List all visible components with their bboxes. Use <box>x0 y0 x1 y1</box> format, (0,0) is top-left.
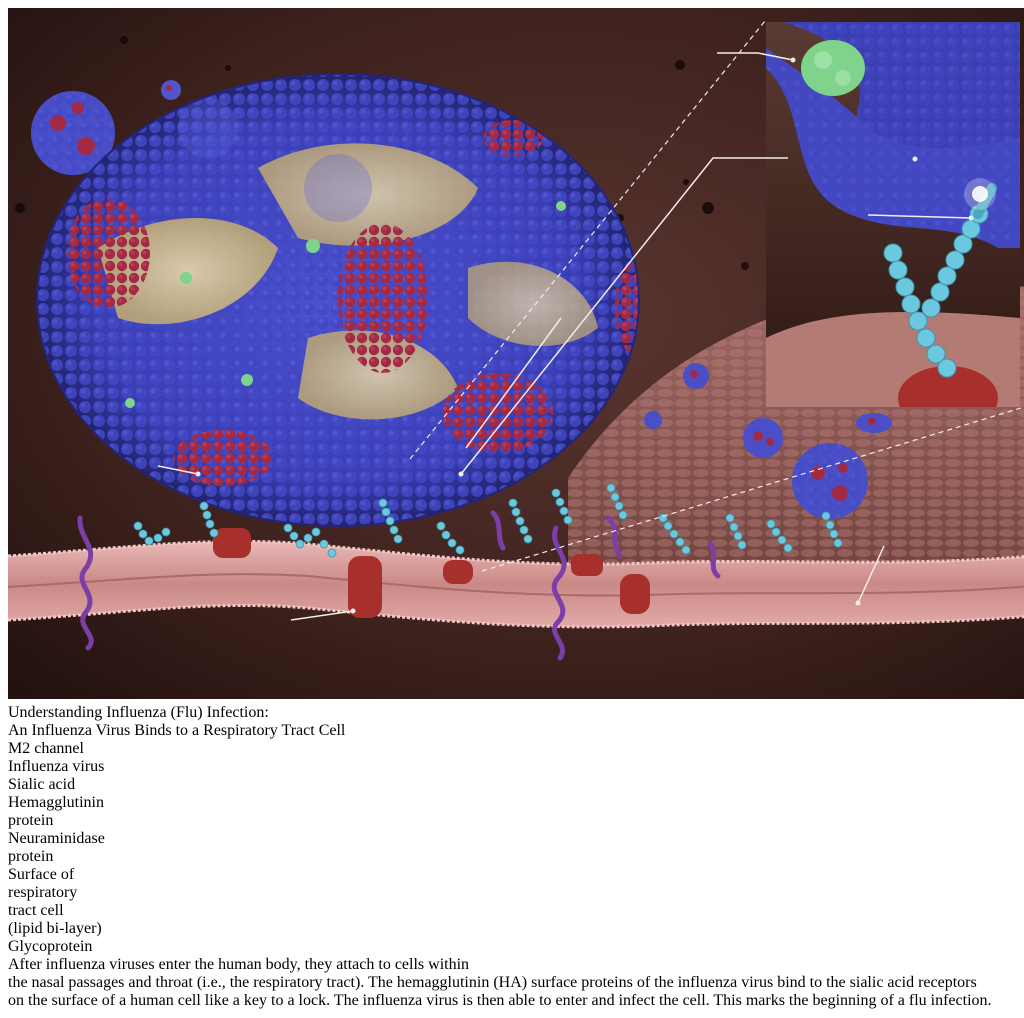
page-title: Understanding Influenza (Flu) Infection: <box>8 704 269 721</box>
label-hemagglutinin-line-1: Hemagglutinin <box>8 794 104 811</box>
label-neuraminidase-line-1: Neuraminidase <box>8 830 105 847</box>
page-subtitle: An Influenza Virus Binds to a Respirator… <box>8 722 346 739</box>
glycoproteins <box>213 528 650 618</box>
transmembrane-helices <box>77 510 721 661</box>
label-neuraminidase: Neuraminidase protein <box>8 830 1016 866</box>
zoom-inset <box>766 22 1020 407</box>
label-hemagglutinin-line-2: protein <box>8 812 54 829</box>
label-cell-surface-line-1: Surface of <box>8 866 75 883</box>
leader-lines <box>157 52 972 621</box>
label-neuraminidase-line-2: protein <box>8 848 54 865</box>
label-m2-channel: M2 channel <box>8 740 84 757</box>
lipid-bilayer <box>7 539 1024 629</box>
label-cell-surface-line-4: (lipid bi-layer) <box>8 920 102 937</box>
distant-viruses <box>31 80 892 519</box>
label-glycoprotein: Glycoprotein <box>8 938 93 955</box>
caption-line-3: on the surface of a human cell like a ke… <box>8 992 992 1009</box>
label-influenza-virus: Influenza virus <box>8 758 105 775</box>
caption-line-1: After influenza viruses enter the human … <box>8 956 470 973</box>
label-cell-surface-line-3: tract cell <box>8 902 64 919</box>
leader-dots <box>195 57 974 614</box>
illustration-scene <box>7 8 1024 699</box>
caption-line-2: the nasal passages and throat (i.e., the… <box>8 974 977 991</box>
label-sialic-acid: Sialic acid <box>8 776 76 793</box>
influenza-virus-particle <box>36 73 640 527</box>
label-cell-surface-line-2: respiratory <box>8 884 78 901</box>
label-cell-surface: Surface of respiratory tract cell (lipid… <box>8 866 1016 938</box>
caption: After influenza viruses enter the human … <box>8 956 1016 1010</box>
zoom-connector-lines <box>409 20 1022 572</box>
label-hemagglutinin: Hemagglutinin protein <box>8 794 1016 830</box>
